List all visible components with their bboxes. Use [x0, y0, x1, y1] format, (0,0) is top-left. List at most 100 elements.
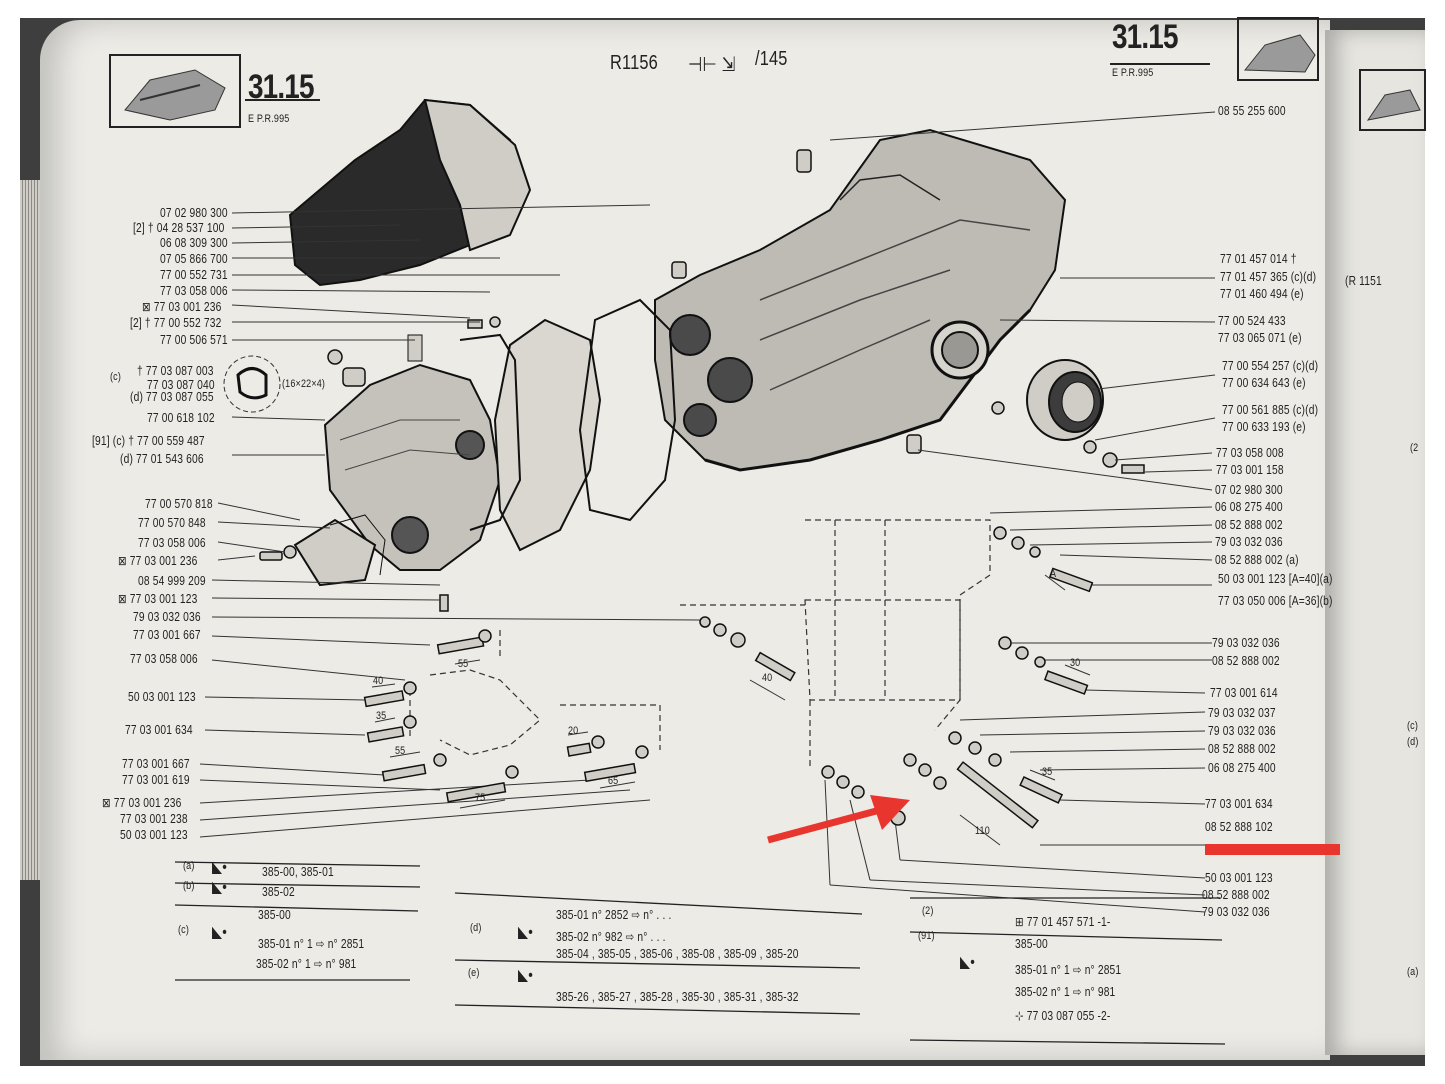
table-value: 385-00 [258, 908, 291, 922]
table-rules [174, 861, 1226, 1045]
part-label: 77 03 001 614 [1210, 686, 1278, 700]
dimension-label: 35 [376, 710, 387, 722]
part-label: 06 08 275 400 [1208, 761, 1276, 775]
table-value: 385-02 n° 982 ⇨ n° . . . [556, 930, 666, 944]
table-value: 385-01 n° 2852 ⇨ n° . . . [556, 908, 672, 922]
thumbnail-box-right [1237, 17, 1319, 81]
dimension-label: 40 [373, 675, 384, 687]
part-label: 08 55 255 600 [1218, 104, 1286, 118]
part-label: ⊠ 77 03 001 236 [142, 300, 222, 314]
page-number: /145 [755, 48, 788, 70]
part-label: 77 01 457 014 † [1220, 252, 1297, 266]
next-page [1325, 30, 1425, 1055]
dimension-label: 65 [608, 775, 619, 787]
seal-dimension: (16×22×4) [282, 378, 326, 390]
thumbnail-box-left [109, 54, 241, 128]
dimension-label: 55 [395, 745, 406, 757]
table-value: 385-26 , 385-27 , 385-28 , 385-30 , 385-… [556, 990, 799, 1004]
part-label: 77 00 570 818 [145, 497, 213, 511]
part-label: 77 03 001 634 [1205, 797, 1273, 811]
vehicle-icon: ◣• [518, 924, 534, 941]
part-label: 06 08 275 400 [1215, 500, 1283, 514]
table-value: 385-02 n° 1 ⇨ n° 981 [1015, 985, 1116, 999]
part-label: 77 00 561 885 (c)(d) [1222, 403, 1319, 417]
gasket-icon [578, 298, 677, 522]
part-label: 77 03 001 634 [125, 723, 193, 737]
part-label: 77 03 058 006 [130, 652, 198, 666]
right-page-note: (d) [1407, 736, 1419, 748]
part-label: 07 05 866 700 [160, 252, 228, 266]
part-label: 79 03 032 037 [1208, 706, 1276, 720]
table-key: (a) [183, 860, 195, 872]
vehicle-icon: ◣• [518, 967, 534, 984]
part-label: 77 00 570 848 [138, 516, 206, 530]
vehicle-icon: ◣• [212, 859, 228, 876]
dimension-label: 30 [1070, 657, 1081, 669]
part-label: 79 03 032 036 [1202, 905, 1270, 919]
cover-plate-icon [293, 518, 377, 587]
gearbox-thumbnail-icon-right [1243, 34, 1316, 73]
part-label: 07 02 980 300 [1215, 483, 1283, 497]
bolt-icons [363, 526, 1094, 829]
clutch-housing-icon [288, 98, 532, 287]
part-label: [2] † 04 28 537 100 [133, 221, 225, 235]
part-label: 08 52 888 002 [1215, 518, 1283, 532]
vehicle-icon: ◣• [960, 954, 976, 971]
part-label: 77 00 524 433 [1218, 314, 1286, 328]
part-label: 77 03 087 040 [147, 378, 215, 392]
part-label: 77 01 457 365 (c)(d) [1220, 270, 1317, 284]
part-label: 77 03 050 006 [A=36](b) [1218, 594, 1333, 608]
part-label: 77 03 065 071 (e) [1218, 331, 1302, 345]
note-key: (c) [110, 371, 122, 383]
part-label: 50 03 001 123 [120, 828, 188, 842]
table-value: 385-04 , 385-05 , 385-06 , 385-08 , 385-… [556, 947, 799, 961]
part-label: 50 03 001 123 [128, 690, 196, 704]
part-label: 07 02 980 300 [160, 206, 228, 220]
part-label: (d) 77 01 543 606 [120, 452, 204, 466]
dimension-label: 35 [1042, 766, 1053, 778]
part-label: 79 03 032 036 [1208, 724, 1276, 738]
part-label: 77 03 058 006 [160, 284, 228, 298]
part-label: 77 01 460 494 (e) [1220, 287, 1304, 301]
part-label: 06 08 309 300 [160, 236, 228, 250]
right-page-note: (c) [1407, 720, 1419, 732]
table-value: 385-02 n° 1 ⇨ n° 981 [256, 957, 357, 971]
part-label: 08 52 888 002 [1212, 654, 1280, 668]
part-label: 77 00 554 257 (c)(d) [1222, 359, 1319, 373]
rear-housing-icon [323, 334, 502, 571]
intermediate-plate-icon [493, 318, 602, 552]
part-label: 08 52 888 002 [1208, 742, 1276, 756]
part-label: 50 03 001 123 [1205, 871, 1273, 885]
part-label: 08 54 999 209 [138, 574, 206, 588]
part-label: 77 03 001 158 [1216, 463, 1284, 477]
part-label: 77 00 552 731 [160, 268, 228, 282]
table-value: 385-01 n° 1 ⇨ n° 2851 [1015, 963, 1122, 977]
part-label: 77 03 001 667 [122, 757, 190, 771]
right-page-note: (a) [1407, 966, 1419, 978]
dimension-lines [371, 574, 1091, 846]
part-label: 77 00 634 643 (e) [1222, 376, 1306, 390]
part-label: 77 03 001 667 [133, 628, 201, 642]
part-label: [91] (c) † 77 00 559 487 [92, 434, 205, 448]
red-underline-marker [1205, 844, 1340, 855]
section-number-left: 31.15 [248, 68, 314, 106]
small-parts-icons [259, 149, 1145, 612]
gearbox-thumbnail-icon-left [124, 69, 226, 121]
section-sub-right: E P.R.995 [1112, 67, 1154, 79]
section-number-right: 31.15 [1112, 18, 1178, 56]
table-value: 385-02 [262, 885, 295, 899]
part-label: 50 03 001 123 [A=40](a) [1218, 572, 1333, 586]
dimension-label: 110 [975, 825, 990, 837]
part-label: † 77 03 087 003 [137, 364, 214, 378]
part-label: 77 03 001 238 [120, 812, 188, 826]
vehicle-icon: ◣• [212, 924, 228, 941]
part-label: 77 03 058 008 [1216, 446, 1284, 460]
part-label: 77 03 001 619 [122, 773, 190, 787]
catalog-page [40, 20, 1330, 1060]
table-key: (c) [178, 924, 190, 936]
section-sub-left: E P.R.995 [248, 113, 290, 125]
part-label: ⊠ 77 03 001 123 [118, 592, 198, 606]
part-label: ⊠ 77 03 001 236 [118, 554, 198, 568]
part-label: 77 00 633 193 (e) [1222, 420, 1306, 434]
